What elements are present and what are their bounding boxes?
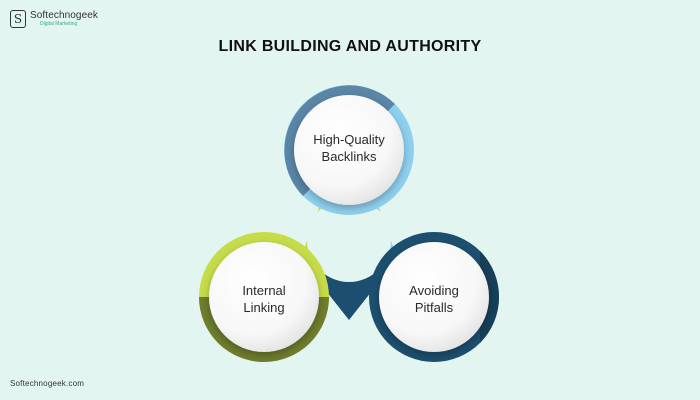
node-label-line: Backlinks <box>322 149 377 164</box>
node-label-line: High-Quality <box>313 132 385 147</box>
brand-name: Softechnogeek <box>30 10 99 22</box>
node-label-line: Linking <box>243 300 284 315</box>
node-label-line: Pitfalls <box>415 300 454 315</box>
node-label-line: Internal <box>242 283 285 298</box>
logo-text: Softechnogeek Digital Marketing <box>30 11 98 27</box>
node-disc-green <box>209 242 319 352</box>
footer-url: Softechnogeek.com <box>10 379 85 388</box>
page-title: LINK BUILDING AND AUTHORITY <box>218 38 482 55</box>
logo-mark-icon: S <box>10 10 26 28</box>
node-disc-navy <box>379 242 489 352</box>
node-avoiding-pitfalls: Avoiding Pitfalls <box>369 232 499 362</box>
node-high-quality-backlinks: High-Quality Backlinks <box>284 85 414 215</box>
brand-tagline: Digital Marketing <box>40 20 78 27</box>
node-ring-navy-shade <box>479 251 499 343</box>
node-disc-blue <box>294 95 404 205</box>
node-internal-linking: Internal Linking <box>199 232 329 362</box>
node-label-line: Avoiding <box>409 283 459 298</box>
brand-logo: S Softechnogeek Digital Marketing <box>10 10 98 28</box>
